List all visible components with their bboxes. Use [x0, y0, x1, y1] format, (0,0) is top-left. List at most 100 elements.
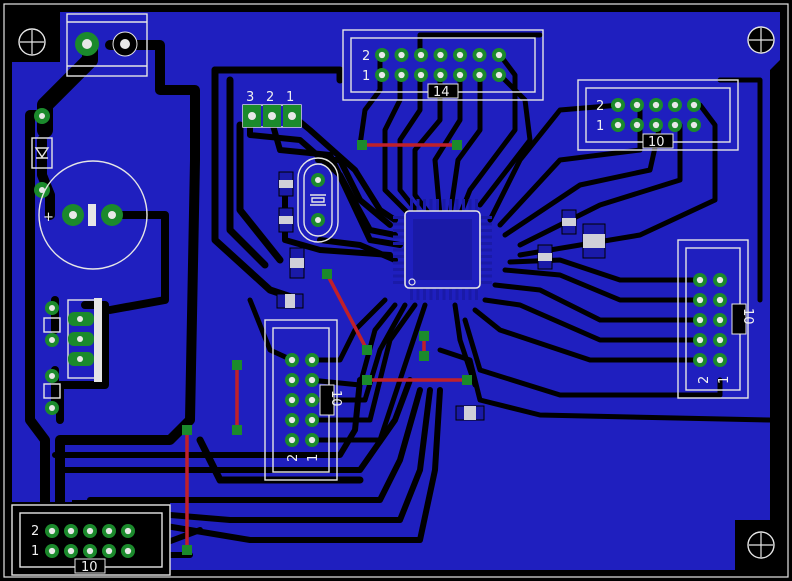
pin-hole: [308, 416, 316, 424]
pin-hole: [633, 121, 641, 129]
qfp-pin: [480, 268, 492, 271]
header-right-top-pin1: 1: [596, 119, 604, 134]
header-right-top-10: 10 2 1: [577, 79, 739, 151]
pin-hole: [716, 356, 724, 364]
pin-hole: [86, 527, 94, 535]
header-right-top-pin2: 2: [596, 99, 604, 114]
smd-components-left: [276, 171, 305, 309]
qfp-pin: [449, 199, 452, 211]
header-top-name: 14: [433, 85, 450, 100]
qfp-pin: [393, 281, 405, 284]
qfp-pin: [393, 235, 405, 239]
qfp-pin: [468, 199, 472, 211]
pin-hole: [716, 336, 724, 344]
pin-hole: [476, 51, 483, 59]
qfp-pin: [416, 199, 420, 211]
pin-hole: [690, 101, 698, 109]
qfp-pin: [393, 268, 405, 271]
pin-hole: [696, 336, 704, 344]
header-right-mid-pin1: 1: [717, 376, 732, 384]
header-bottom-left-name: 10: [81, 560, 98, 575]
header-bottom-left-pin2: 2: [31, 524, 39, 539]
qfp-pin: [393, 255, 405, 258]
power-terminal-block: [66, 13, 148, 77]
pin-hole: [124, 547, 132, 555]
pin-hole: [671, 101, 679, 109]
mount-hole-top-right: [747, 26, 775, 54]
pin-hole: [288, 356, 296, 364]
header-center-pin1: 1: [306, 454, 321, 462]
capacitor-small-1: [43, 301, 61, 347]
header-center-name: 10: [328, 390, 343, 407]
header-right-top-name: 10: [648, 135, 665, 150]
jumper-pin3-label: 3: [246, 90, 254, 105]
pin-hole: [652, 101, 660, 109]
qfp-pin: [480, 255, 492, 258]
pin-hole: [696, 356, 704, 364]
qfp-pin: [393, 216, 405, 219]
microcontroller-tqfp: [393, 199, 492, 300]
pin-hole: [652, 121, 660, 129]
qfp-pin: [423, 288, 426, 300]
qfp-pin: [475, 288, 478, 300]
pin-hole: [456, 71, 464, 79]
board-outline: [3, 3, 789, 578]
header-right-mid-10: 10 2 1: [677, 239, 755, 399]
qfp-pin: [423, 199, 426, 211]
pin-hole: [696, 296, 704, 304]
qfp-pin: [455, 288, 459, 300]
pin-hole: [716, 296, 724, 304]
jumper-3pin: 3 2 1: [242, 90, 302, 128]
qfp-pin: [393, 229, 405, 232]
pin-hole: [696, 276, 704, 284]
qfp-pin: [429, 288, 433, 300]
qfp-pin: [480, 281, 492, 284]
header-right-mid-pin2: 2: [697, 376, 712, 384]
copper-pour: [12, 12, 780, 570]
pin-hole: [105, 527, 113, 535]
pin-hole: [308, 356, 316, 364]
pin-hole: [378, 51, 386, 59]
pin-hole: [633, 101, 641, 109]
pin-hole: [476, 71, 483, 79]
pin-hole: [716, 276, 724, 284]
electrolytic-capacitor: +: [38, 160, 148, 270]
header-top-pin1: 1: [362, 69, 370, 84]
qfp-pin: [462, 199, 465, 211]
qfp-pin: [410, 288, 413, 300]
qfp-pin: [480, 242, 492, 245]
diode-icon: [34, 147, 50, 159]
pin-hole: [437, 51, 444, 59]
pin-hole: [614, 101, 622, 109]
qfp-pin: [393, 274, 405, 278]
mount-hole-top-left: [18, 28, 46, 56]
qfp-pin: [393, 248, 405, 252]
header-right-mid-name: 10: [740, 308, 755, 325]
pin-hole: [398, 51, 405, 59]
qfp-pin: [480, 248, 492, 252]
qfp-pin: [442, 199, 446, 211]
qfp-pin: [480, 261, 492, 265]
pin-hole: [614, 121, 622, 129]
regulator: [67, 298, 102, 382]
pin-hole: [716, 316, 724, 324]
header-top-14: 14 2 1: [342, 29, 544, 101]
qfp-pin: [468, 288, 472, 300]
pin-hole: [86, 547, 94, 555]
pin-hole: [67, 527, 75, 535]
jumper-pin1-label: 1: [286, 90, 294, 105]
jumper-pin2-label: 2: [266, 90, 274, 105]
mount-hole-bottom-right: [747, 531, 775, 559]
qfp-pin: [449, 288, 452, 300]
cap-plus-label: +: [43, 210, 54, 225]
qfp-pin: [436, 199, 439, 211]
crystal-oscillator-icon: [310, 194, 326, 206]
header-top-pin2: 2: [362, 49, 370, 64]
pin-hole: [671, 121, 679, 129]
mount-holes: [18, 26, 775, 559]
pin-hole: [288, 396, 296, 404]
qfp-pin: [462, 288, 465, 300]
qfp-pin: [480, 216, 492, 219]
qfp-pin: [393, 261, 405, 265]
qfp-pin: [480, 229, 492, 232]
